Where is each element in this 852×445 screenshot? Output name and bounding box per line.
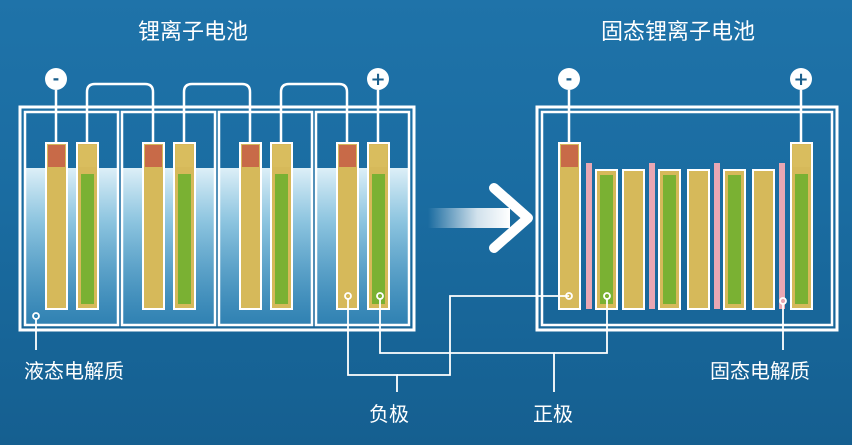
leader-lines (32, 292, 787, 392)
anode-electrode (142, 142, 165, 310)
liquid-series-wires (54, 82, 380, 143)
solid-electrolyte-layers (586, 163, 785, 309)
liquid-battery: - + (18, 68, 416, 332)
negative-terminal-sign: - (53, 69, 60, 88)
liquid-battery-title: 锂离子电池 (138, 20, 249, 45)
anode-electrode (752, 169, 775, 310)
anode-electrode (336, 142, 359, 310)
transition-arrow (428, 183, 533, 253)
positive-terminal-sign: + (793, 69, 808, 90)
anode-electrode (687, 169, 710, 310)
cathode-label: 正极 (533, 402, 573, 426)
positive-terminal-liquid: + (367, 68, 389, 90)
anode-electrode (558, 142, 581, 310)
liquid-electrodes (45, 142, 390, 310)
liquid-cell-frames (23, 110, 411, 327)
anode-label: 负极 (369, 402, 409, 426)
liquid-battery-frame (18, 105, 416, 332)
negative-terminal-sign: - (566, 69, 573, 88)
solid-battery-title: 固态锂离子电池 (601, 20, 756, 45)
solid-battery: - + (535, 68, 839, 332)
liquid-electrolyte-label: 液态电解质 (24, 359, 124, 383)
anode-electrode (45, 142, 68, 310)
liquid-electrolyte-fill (25, 168, 409, 325)
anode-electrode (239, 142, 262, 310)
negative-terminal-solid: - (558, 68, 580, 90)
positive-terminal-sign: + (370, 69, 385, 90)
positive-terminal-solid: + (790, 68, 812, 90)
negative-terminal-liquid: - (45, 68, 67, 90)
solid-battery-frame (535, 105, 839, 332)
anode-electrode (622, 169, 645, 310)
solid-electrodes (558, 142, 813, 310)
solid-electrolyte-label: 固态电解质 (710, 359, 810, 383)
